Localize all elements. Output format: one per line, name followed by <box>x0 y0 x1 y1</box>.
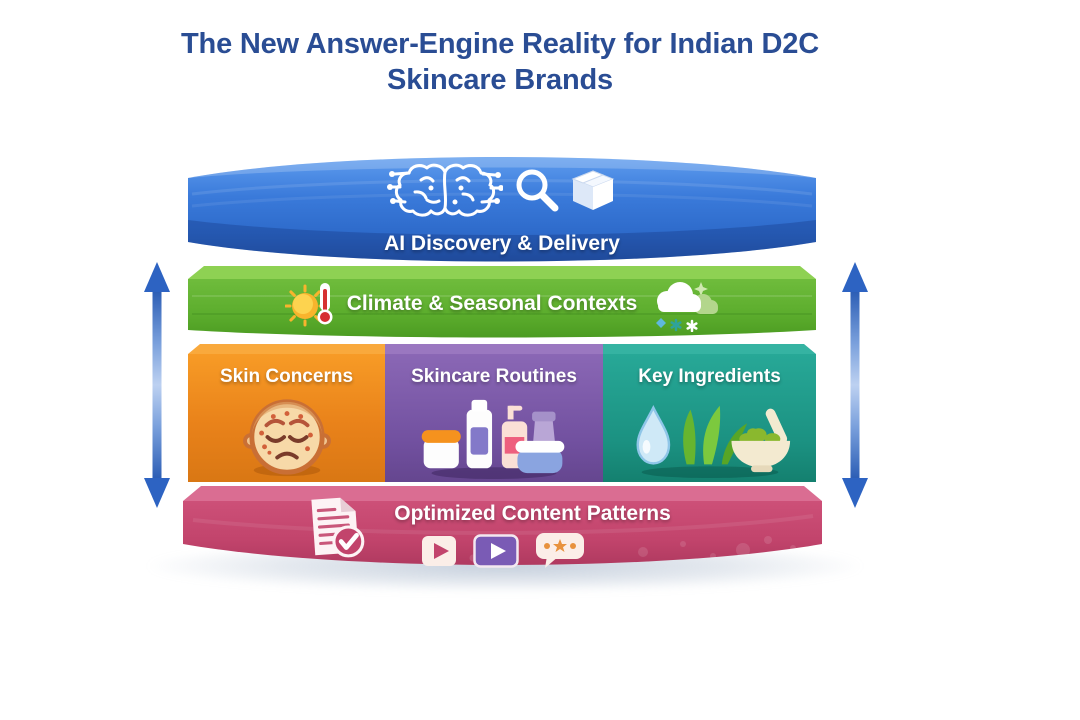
right-double-arrow-icon <box>842 262 868 508</box>
title-line-1: The New Answer-Engine Reality for Indian… <box>181 28 819 60</box>
sun-thermometer-icon <box>284 283 333 327</box>
document-check-icon <box>311 497 365 558</box>
section-skin-concerns: Skin Concerns <box>188 354 385 482</box>
content-layer: Optimized Content Patterns <box>183 486 822 578</box>
title-line-2: Skincare Brands <box>387 64 613 96</box>
skin-concerns-title: Skin Concerns <box>219 366 354 387</box>
section-skincare-routines: Skincare Routines <box>385 354 603 482</box>
content-layer-label: Optimized Content Patterns <box>394 502 671 525</box>
video-play-icon <box>472 534 519 568</box>
content-icons-row <box>183 532 822 570</box>
climate-layer: Climate & Seasonal Contexts <box>188 266 816 340</box>
ai-layer-shape <box>188 157 816 262</box>
review-bubble-icon <box>535 533 584 568</box>
ai-discovery-layer: AI Discovery & Delivery <box>188 148 816 270</box>
acne-face-icon <box>242 399 331 477</box>
snow-cloud-icon <box>656 282 719 332</box>
category-layer-lid <box>188 344 816 354</box>
page-title: The New Answer-Engine Reality for Indian… <box>120 26 880 98</box>
climate-row: Climate & Seasonal Contexts <box>188 276 816 332</box>
climate-layer-label: Climate & Seasonal Contexts <box>346 292 638 315</box>
ai-layer-label: AI Discovery & Delivery <box>384 232 620 255</box>
skincare-products-icon <box>421 399 565 480</box>
magnifier-icon <box>516 169 559 212</box>
left-double-arrow-icon <box>144 262 170 508</box>
ai-icons-row <box>188 160 816 218</box>
section-key-ingredients: Key Ingredients <box>603 354 816 482</box>
package-box-icon <box>571 170 615 210</box>
category-layer: Skin Concerns <box>188 344 816 482</box>
key-ingredients-title: Key Ingredients <box>638 366 781 387</box>
play-button-icon <box>421 536 456 566</box>
natural-ingredients-icon <box>635 404 790 479</box>
brain-circuit-icon <box>387 163 503 217</box>
skincare-routines-title: Skincare Routines <box>411 366 577 387</box>
